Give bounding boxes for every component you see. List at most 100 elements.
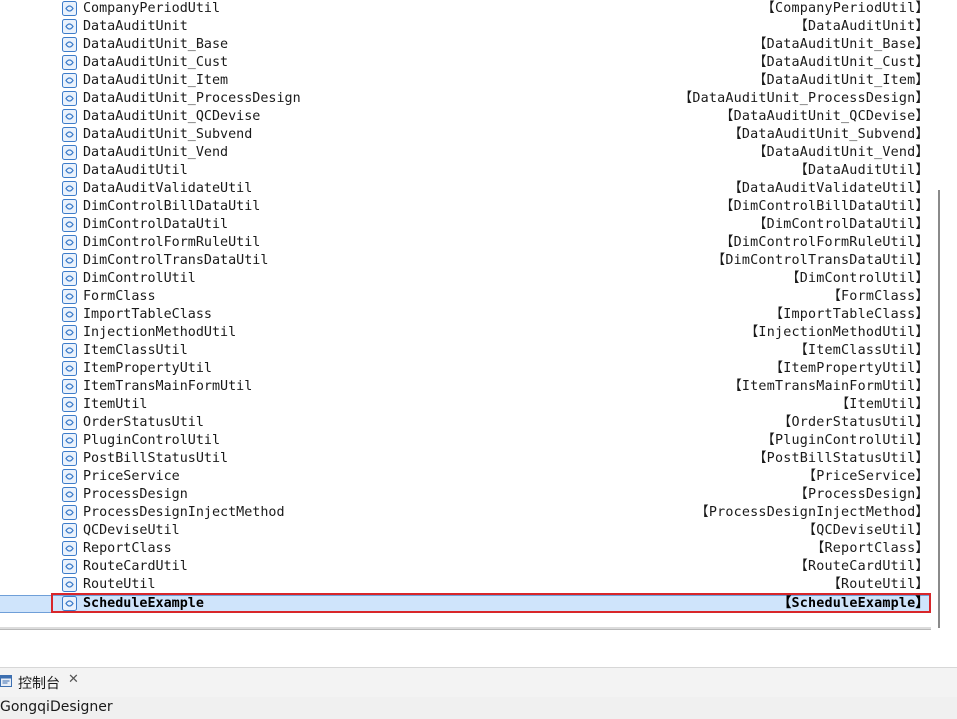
class-item-name: ReportClass (83, 541, 172, 556)
java-class-icon (62, 451, 77, 466)
java-class-icon (62, 145, 77, 160)
java-class-icon (62, 37, 77, 52)
class-item[interactable]: ItemClassUtil【ItemClassUtil】 (0, 342, 931, 360)
class-item[interactable]: DataAuditUnit_Vend【DataAuditUnit_Vend】 (0, 144, 931, 162)
class-item[interactable]: ItemTransMainFormUtil【ItemTransMainFormU… (0, 378, 931, 396)
class-item[interactable]: DataAuditUnit_Item【DataAuditUnit_Item】 (0, 72, 931, 90)
java-class-icon (62, 1, 77, 16)
class-item[interactable]: DimControlBillDataUtil 【DimControlBillDat… (0, 198, 931, 216)
class-item-name: DataAuditUtil (83, 163, 188, 178)
status-bar: GongqiDesigner (0, 697, 957, 719)
class-item-name: DataAuditUnit_Item (83, 73, 229, 88)
class-item-name: PluginControlUtil (83, 433, 221, 448)
class-item[interactable]: OrderStatusUtil【OrderStatusUtil】 (0, 414, 931, 432)
class-item[interactable]: ReportClass 【ReportClass】 (0, 540, 931, 558)
class-item-tag: 【FormClass】 (827, 289, 929, 304)
class-item[interactable]: PriceService 【PriceService】 (0, 468, 931, 486)
java-class-icon (62, 91, 77, 106)
java-class-icon (62, 343, 77, 358)
empty-area (0, 630, 957, 667)
class-item-tag: 【DataAuditUnit】 (794, 19, 929, 34)
class-item-tag: 【DataAuditUnit_QCDevise】 (720, 109, 929, 124)
java-class-icon (62, 577, 77, 592)
class-item-tag: 【ReportClass】 (810, 541, 929, 556)
class-item[interactable]: ItemPropertyUtil【ItemPropertyUtil】 (0, 360, 931, 378)
class-item-tag: 【OrderStatusUtil】 (777, 415, 929, 430)
java-class-icon (62, 109, 77, 124)
class-item[interactable]: DataAuditUnit_Cust【DataAuditUnit_Cust】 (0, 54, 931, 72)
class-item[interactable]: InjectionMethodUtil【InjectionMethodUtil】 (0, 324, 931, 342)
class-item[interactable]: DimControlTransDataUtil【DimControlTransD… (0, 252, 931, 270)
class-item[interactable]: DataAuditUnit_Subvend【DataAuditUnit_Subv… (0, 126, 931, 144)
class-item-name: DataAuditValidateUtil (83, 181, 253, 196)
class-item[interactable]: DataAuditUnit【DataAuditUnit】 (0, 18, 931, 36)
java-class-icon (62, 289, 77, 304)
class-item-tag: 【ProcessDesign】 (794, 487, 929, 502)
class-item[interactable]: ItemUtil 【ItemUtil】 (0, 396, 931, 414)
class-item-name: ScheduleExample (83, 596, 204, 611)
class-item-tag: 【ScheduleExample】 (777, 596, 929, 611)
class-item[interactable]: ProcessDesignInjectMethod【ProcessDesignI… (0, 504, 931, 522)
class-item-name: DataAuditUnit_Cust (83, 55, 229, 70)
class-item-tag: 【DataAuditValidateUtil】 (728, 181, 929, 196)
class-item-tag: 【QCDeviseUtil】 (802, 523, 929, 538)
java-class-icon (62, 253, 77, 268)
class-item-name: CompanyPeriodUtil (83, 1, 221, 16)
class-item[interactable]: PostBillStatusUtil【PostBillStatusUtil】 (0, 450, 931, 468)
class-item-name: RouteCardUtil (83, 559, 188, 574)
class-item-name: ProcessDesignInjectMethod (83, 505, 285, 520)
java-class-icon (62, 163, 77, 178)
class-item[interactable]: DataAuditUtil 【DataAuditUtil】 (0, 162, 931, 180)
class-item-name: DimControlFormRuleUtil (83, 235, 261, 250)
console-view-icon (0, 675, 12, 687)
java-class-icon (62, 596, 77, 611)
class-item-name: PriceService (83, 469, 180, 484)
java-class-icon (62, 559, 77, 574)
class-item[interactable]: CompanyPeriodUtil【CompanyPeriodUtil】 (0, 0, 931, 18)
class-item[interactable]: FormClass 【FormClass】 (0, 288, 931, 306)
class-item-name: InjectionMethodUtil (83, 325, 237, 340)
class-item[interactable]: DataAuditUnit_Base【DataAuditUnit_Base】 (0, 36, 931, 54)
class-item-tag: 【ItemTransMainFormUtil】 (728, 379, 929, 394)
class-item[interactable]: RouteCardUtil【RouteCardUtil】 (0, 558, 931, 576)
java-class-icon (62, 271, 77, 286)
class-item[interactable]: QCDeviseUtil【QCDeviseUtil】 (0, 522, 931, 540)
class-item-tag: 【DataAuditUtil】 (794, 163, 929, 178)
class-item-name: ItemUtil (83, 397, 148, 412)
class-item-tag: 【PluginControlUtil】 (761, 433, 929, 448)
java-class-icon (62, 325, 77, 340)
class-item[interactable]: ProcessDesign【ProcessDesign】 (0, 486, 931, 504)
class-item-tag: 【DimControlBillDataUtil】 (720, 199, 929, 214)
class-item-selected[interactable]: ScheduleExample 【ScheduleExample】 (0, 595, 931, 613)
class-item-tag: 【ImportTableClass】 (769, 307, 929, 322)
scrollbar-thumb[interactable] (938, 190, 940, 628)
class-tree-panel: CompanyPeriodUtil【CompanyPeriodUtil】Data… (0, 0, 931, 613)
class-item[interactable]: RouteUtil【RouteUtil】 (0, 576, 931, 594)
class-item[interactable]: DataAuditUnit_QCDevise【DataAuditUnit_QCD… (0, 108, 931, 126)
class-item-name: FormClass (83, 289, 156, 304)
java-class-icon (62, 217, 77, 232)
java-class-icon (62, 487, 77, 502)
console-tab[interactable]: 控制台 ✕ (0, 667, 957, 698)
java-class-icon (62, 505, 77, 520)
class-item[interactable]: DataAuditValidateUtil 【DataAuditValidateU… (0, 180, 931, 198)
class-item[interactable]: DataAuditUnit_ProcessDesign【DataAuditUni… (0, 90, 931, 108)
console-tab-label[interactable]: 控制台 (18, 676, 60, 692)
panel-divider (0, 627, 931, 629)
class-item[interactable]: DimControlUtil【DimControlUtil】 (0, 270, 931, 288)
class-item-name: DimControlTransDataUtil (83, 253, 269, 268)
status-text: GongqiDesigner (0, 699, 113, 715)
java-class-icon (62, 127, 77, 142)
java-class-icon (62, 433, 77, 448)
class-item-name: DataAuditUnit_Vend (83, 145, 229, 160)
class-item-tag: 【PriceService】 (802, 469, 929, 484)
class-item[interactable]: ImportTableClass【ImportTableClass】 (0, 306, 931, 324)
class-item[interactable]: DimControlFormRuleUtil【DimControlFormRul… (0, 234, 931, 252)
class-item-tag: 【ItemUtil】 (835, 397, 929, 412)
java-class-icon (62, 361, 77, 376)
close-icon[interactable]: ✕ (68, 672, 79, 687)
class-item[interactable]: DimControlDataUtil【DimControlDataUtil】 (0, 216, 931, 234)
class-item-name: DimControlBillDataUtil (83, 199, 261, 214)
vertical-scrollbar[interactable] (931, 0, 957, 627)
class-item[interactable]: PluginControlUtil 【PluginControlUtil】 (0, 432, 931, 450)
